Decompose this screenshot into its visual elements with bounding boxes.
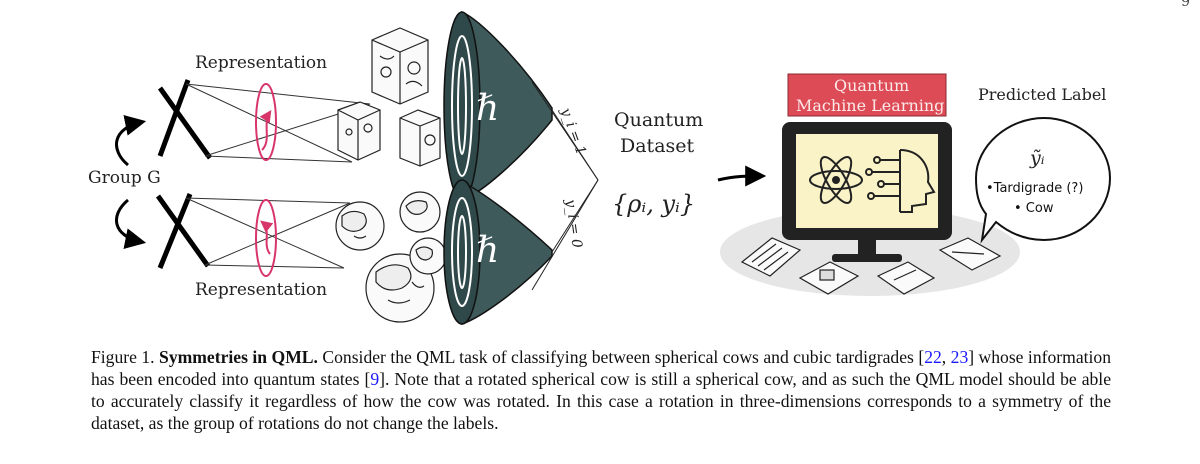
caption-cite-b-open: [ bbox=[364, 369, 371, 389]
representation-label-top: Representation bbox=[195, 53, 327, 73]
caption-title: Symmetries in QML. bbox=[159, 347, 318, 367]
group-arrow-bottom bbox=[115, 198, 147, 249]
citation-link-23[interactable]: 23 bbox=[950, 347, 969, 367]
caption-cite-a-close: ] bbox=[968, 347, 975, 367]
label-converging-lines bbox=[531, 81, 599, 291]
page-number-fragment: 9 bbox=[1181, 0, 1190, 10]
cow-sphere-top-right bbox=[399, 191, 441, 233]
hbar-symbol-top: ℏ bbox=[476, 88, 499, 129]
horn-bottom bbox=[443, 179, 553, 326]
group-label: Group G bbox=[88, 168, 161, 188]
citation-link-22[interactable]: 22 bbox=[924, 347, 942, 367]
prediction-speech-bubble bbox=[974, 116, 1112, 244]
qml-banner bbox=[787, 73, 947, 117]
projection-beams-bottom bbox=[185, 197, 351, 269]
rotation-arrow-bottom bbox=[255, 199, 277, 277]
group-arrow-top bbox=[115, 115, 147, 167]
caption-cite-a-sep: , bbox=[941, 347, 951, 367]
ai-head-icon bbox=[865, 149, 936, 213]
quantum-device-3 bbox=[876, 261, 936, 295]
quantum-device-2 bbox=[798, 261, 860, 295]
horn-top bbox=[443, 10, 553, 202]
dataset-label-line1: Quantum bbox=[614, 109, 703, 131]
caption-figure-number: Figure 1. bbox=[91, 347, 155, 367]
atom-icon bbox=[809, 156, 863, 204]
quantum-device-4 bbox=[938, 237, 1002, 271]
tardigrade-cube-small bbox=[337, 101, 381, 161]
representation-label-bottom: Representation bbox=[195, 280, 327, 300]
y-label-bottom: y_i = 0 bbox=[562, 197, 585, 249]
y-label-top: y_i = 1 bbox=[557, 105, 589, 157]
caption-text-a: Consider the QML task of classifying bet… bbox=[317, 347, 919, 367]
dataset-to-qml-arrow bbox=[717, 165, 767, 187]
figure-caption: Figure 1. Symmetries in QML. Consider th… bbox=[91, 346, 1111, 434]
caption-cite-a-open: [ bbox=[918, 347, 925, 367]
bubble-predicted-y: ỹᵢ bbox=[1029, 147, 1045, 169]
caption-cite-b-close: ] bbox=[379, 369, 385, 389]
tardigrade-cube-medium bbox=[399, 109, 441, 167]
cow-sphere-large bbox=[365, 253, 435, 323]
qml-banner-line1: Quantum bbox=[834, 76, 909, 95]
transform-symbol-bottom bbox=[155, 193, 211, 269]
tardigrade-cube-large bbox=[371, 27, 429, 105]
cow-sphere-small bbox=[335, 201, 385, 251]
cow-sphere-medium bbox=[409, 237, 447, 275]
citation-link-9[interactable]: 9 bbox=[370, 369, 380, 389]
bubble-item-tardigrade: •Tardigrade (?) bbox=[986, 181, 1083, 196]
hbar-symbol-bottom: ℏ bbox=[476, 230, 499, 271]
bubble-item-cow: • Cow bbox=[1014, 201, 1054, 216]
predicted-label-title: Predicted Label bbox=[978, 85, 1106, 104]
caption-text-b: whose information has been encoded into … bbox=[91, 347, 1111, 389]
quantum-device-1 bbox=[740, 237, 802, 277]
qml-banner-line2: Machine Learning bbox=[796, 96, 944, 115]
caption-text-c: . Note that a rotated spherical cow is s… bbox=[91, 369, 1112, 433]
rotation-arrow-top bbox=[255, 83, 277, 161]
dataset-label-line2: Dataset bbox=[620, 135, 695, 157]
transform-symbol-top bbox=[157, 79, 213, 160]
dataset-set-notation: {ρᵢ, yᵢ} bbox=[612, 190, 695, 218]
qml-symmetry-figure: Group G Representation Representation bbox=[88, 10, 1112, 326]
